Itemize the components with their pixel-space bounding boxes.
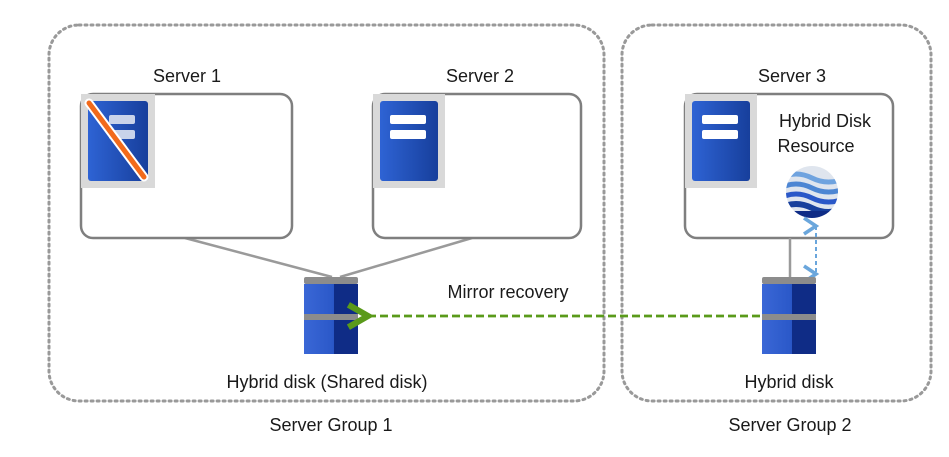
hybrid-disk-icon bbox=[762, 277, 816, 354]
server-3-label: Server 3 bbox=[758, 66, 826, 86]
server-3-icon bbox=[685, 94, 757, 188]
mirror-recovery-label: Mirror recovery bbox=[447, 282, 568, 302]
server-group-1-box bbox=[47, 23, 606, 403]
hybrid-disk-label: Hybrid disk bbox=[744, 372, 834, 392]
server1-disk-connector bbox=[184, 236, 333, 279]
shared-disk-label: Hybrid disk (Shared disk) bbox=[226, 372, 427, 392]
server-1-icon bbox=[81, 94, 155, 188]
server-2-label: Server 2 bbox=[446, 66, 514, 86]
server-2-icon bbox=[373, 94, 445, 188]
server-group-2-box bbox=[620, 23, 933, 403]
shared-hybrid-disk-icon bbox=[304, 277, 358, 354]
server-group-1-label: Server Group 1 bbox=[269, 415, 392, 435]
server-1-label: Server 1 bbox=[153, 66, 221, 86]
server2-disk-connector bbox=[339, 236, 473, 279]
hybrid-disk-resource-label-line2: Resource bbox=[777, 136, 854, 156]
server-group-2-label: Server Group 2 bbox=[728, 415, 851, 435]
hybrid-disk-resource-label-line1: Hybrid Disk bbox=[779, 111, 872, 131]
